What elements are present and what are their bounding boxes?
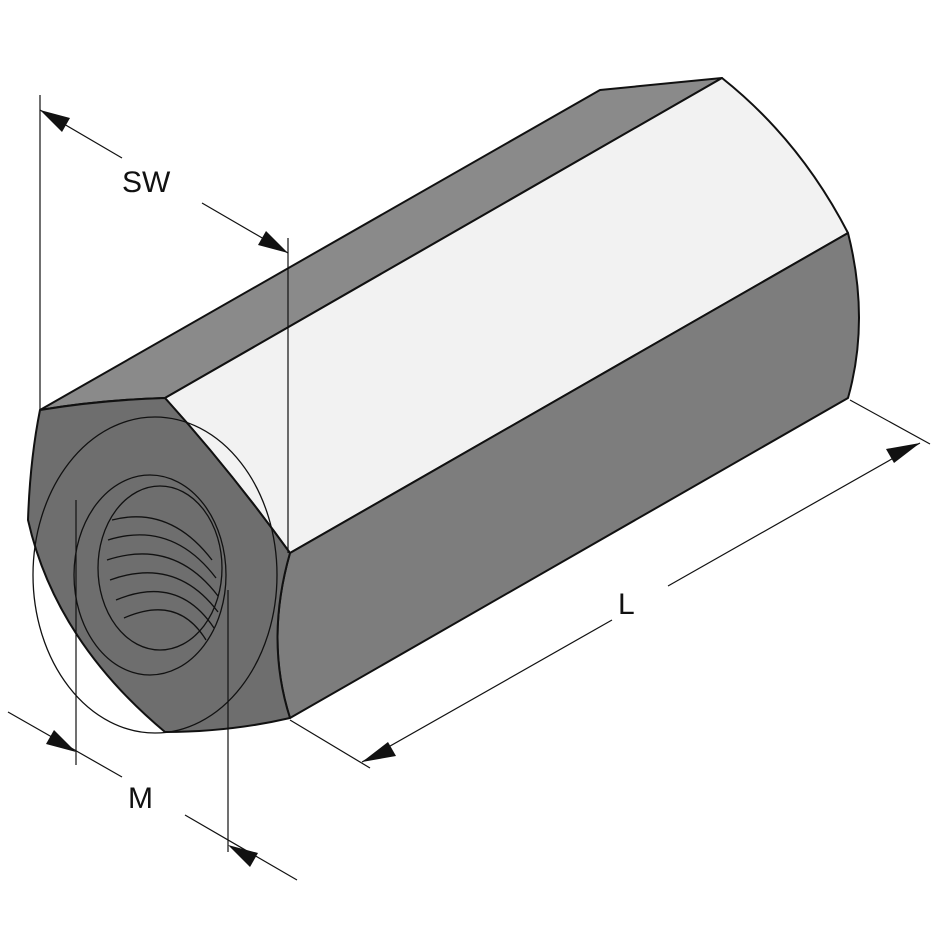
front-end-face [27, 397, 291, 734]
sw-arrow-left [40, 110, 70, 132]
dimension-sw: SW [39, 95, 289, 553]
threaded-bore [97, 485, 223, 651]
m-arrow-right [228, 845, 258, 867]
dimension-m: M [7, 500, 298, 881]
l-dim-line-lower [361, 619, 613, 763]
chamfer-ring [32, 416, 278, 734]
l-arrow-front [362, 742, 396, 762]
hex-body [39, 77, 860, 719]
l-extension-front [289, 719, 371, 769]
sw-label: SW [122, 166, 171, 199]
l-arrow-back [886, 443, 920, 463]
sw-arrow-right [258, 231, 288, 253]
thread-lines [106, 516, 219, 641]
l-dim-line-upper [667, 442, 921, 587]
l-extension-back [849, 399, 931, 445]
l-label: L [618, 588, 635, 621]
m-label: M [128, 782, 153, 815]
dimension-l: L [289, 399, 931, 769]
m-arrow-left [46, 730, 76, 752]
end-face-hex [27, 397, 291, 733]
m-dim-line-right [184, 814, 298, 881]
thread-counterbore [73, 474, 227, 676]
